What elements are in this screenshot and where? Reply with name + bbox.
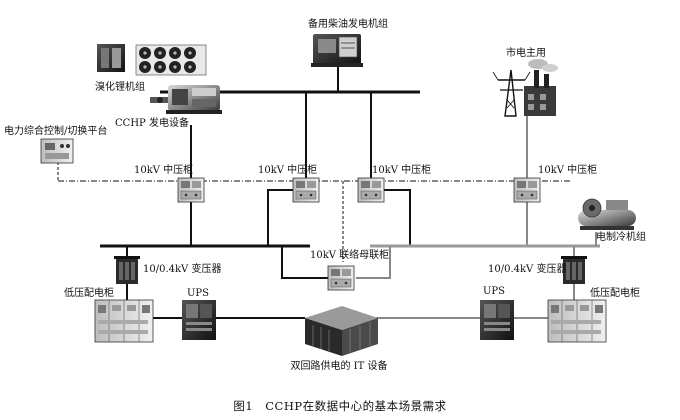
diesel-generator-icon <box>311 34 363 67</box>
lv-switchboard-left-icon <box>94 299 154 343</box>
generator-label: 备用柴油发电机组 <box>308 17 388 30</box>
mv-cabinet-3-label: 10kV 中压柜 <box>372 163 431 176</box>
libr-chiller-label: 溴化锂机组 <box>95 80 145 93</box>
mv2-loop <box>267 189 293 246</box>
it-equipment-label: 双回路供电的 IT 设备 <box>291 359 388 372</box>
lv-left-label: 低压配电柜 <box>64 286 114 299</box>
lv-right-label: 低压配电柜 <box>590 286 640 299</box>
mv-cabinet-4 <box>513 177 541 203</box>
transformer-right-label: 10/0.4kV 变压器 <box>488 262 566 275</box>
bus-tie-left <box>281 246 328 279</box>
bus-tie-label: 10kV 联络母联柜 <box>310 248 389 261</box>
mv-cabinet-1-label: 10kV 中压柜 <box>134 163 193 176</box>
electric-chiller-label: 电制冷机组 <box>596 230 646 243</box>
ups-left-label: UPS <box>187 288 209 299</box>
bus-tie-right <box>356 246 391 279</box>
cooling-fan-array-icon <box>135 44 207 76</box>
transformer-left-icon <box>114 256 140 284</box>
mv3-loop <box>384 189 411 246</box>
utility-power-icon <box>492 59 558 117</box>
mv-cabinet-2 <box>292 177 320 203</box>
lv-switchboard-right-icon <box>547 299 607 343</box>
ups-left-icon <box>182 300 216 340</box>
mv-cabinet-4-label: 10kV 中压柜 <box>538 163 597 176</box>
ups-right-icon <box>480 300 514 340</box>
cchp-equipment-icon <box>150 85 222 114</box>
control-platform-icon <box>40 138 74 164</box>
libr-chiller-icon <box>97 44 125 72</box>
ups-right-label: UPS <box>483 286 505 297</box>
utility-label: 市电主用 <box>506 46 546 59</box>
transformer-left-label: 10/0.4kV 变压器 <box>143 262 221 275</box>
mv-cabinet-2-label: 10kV 中压柜 <box>258 163 317 176</box>
cchp-label: CCHP 发电设备 <box>115 116 189 129</box>
it-equipment-icon <box>305 306 378 356</box>
bus-tie-cabinet <box>327 265 355 291</box>
figure-caption: 图1 CCHP在数据中心的基本场景需求 <box>233 399 446 413</box>
mv-cabinet-1 <box>177 177 205 203</box>
electric-chiller-icon <box>578 198 636 230</box>
mv-cabinet-3 <box>357 177 385 203</box>
control-platform-label: 电力综合控制/切换平台 <box>4 124 107 137</box>
transformer-right-icon <box>561 256 587 284</box>
